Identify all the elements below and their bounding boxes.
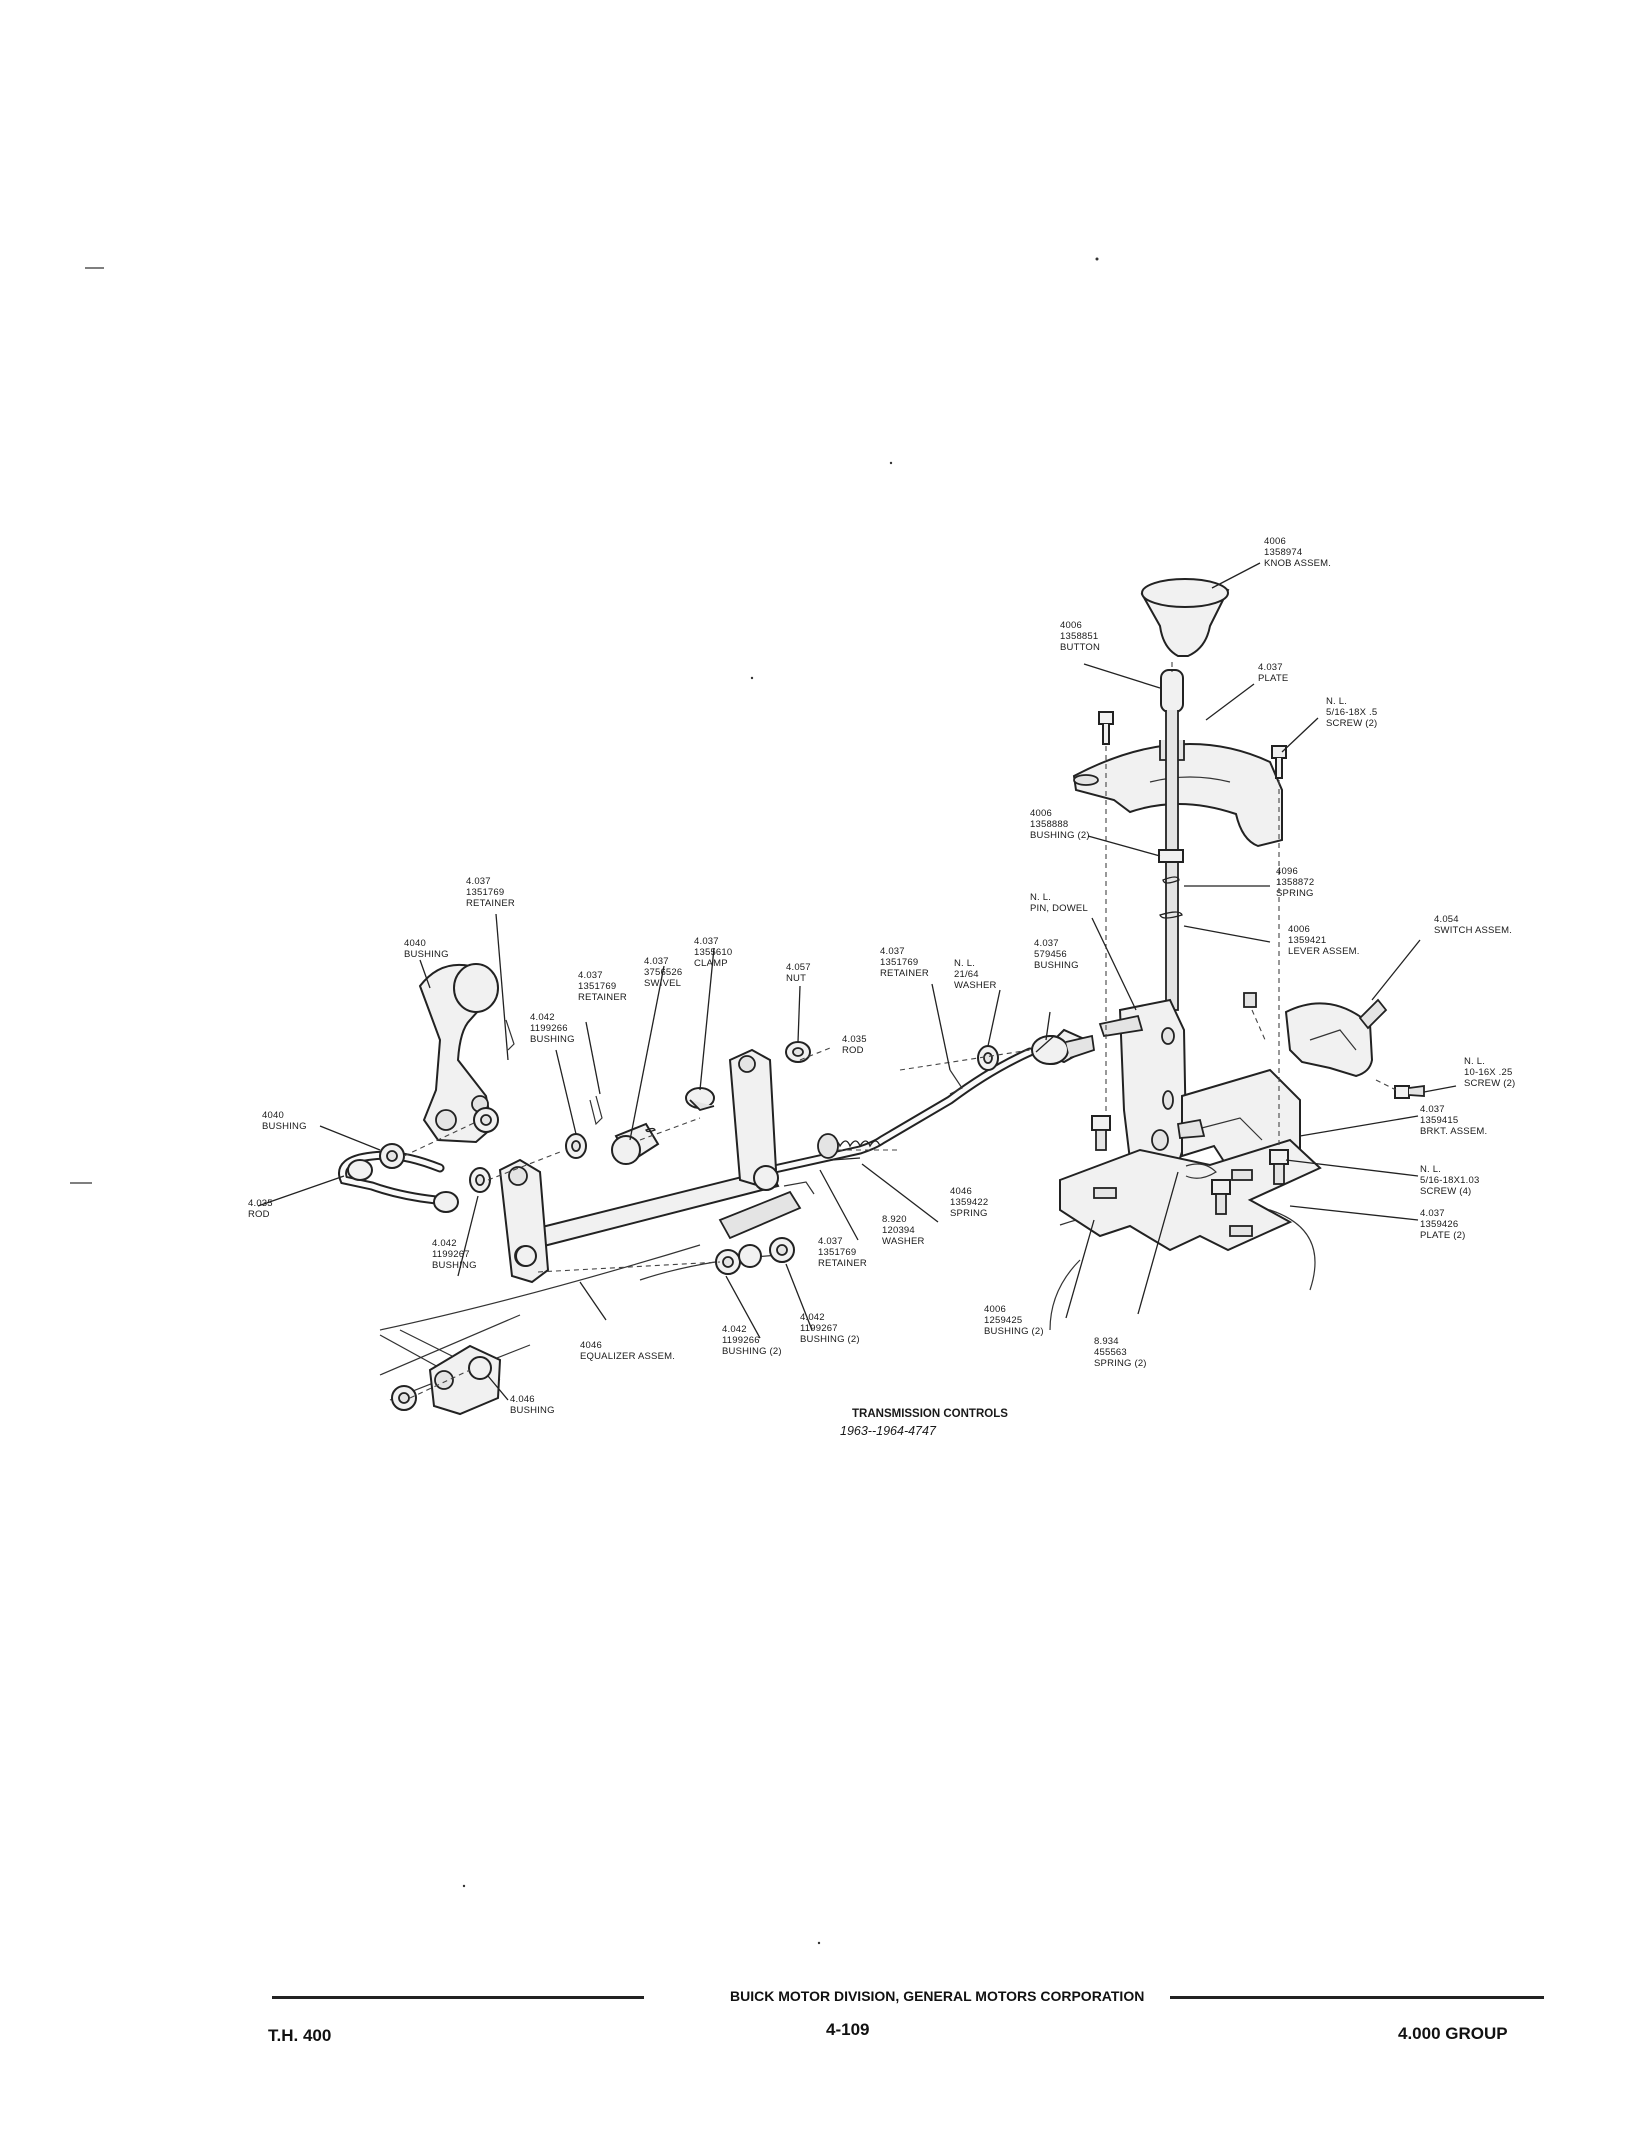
assembly-lines-left bbox=[403, 1047, 1031, 1399]
retainer-clips-part bbox=[505, 1019, 963, 1195]
equalizer-lever-part bbox=[718, 1190, 802, 1240]
base-plate-part bbox=[1059, 1138, 1322, 1252]
lever-assembly-part bbox=[1098, 998, 1188, 1182]
footer-rule-right bbox=[1170, 1996, 1544, 1999]
scan-marks bbox=[70, 257, 1099, 1945]
footer-left-code: T.H. 400 bbox=[268, 2026, 332, 2045]
footer-rule-left bbox=[272, 1996, 644, 1999]
swivel-link-part bbox=[1031, 1034, 1095, 1065]
leader-lines bbox=[257, 562, 1457, 1401]
diagram-caption-subtitle: 1963--1964-4747 bbox=[840, 1424, 936, 1438]
linkage-bushings-part bbox=[379, 1045, 999, 1275]
swivel-clamp-nut-part bbox=[611, 1041, 811, 1165]
knob-part bbox=[1140, 578, 1230, 657]
footer-page-number: 4-109 bbox=[826, 2020, 870, 2039]
equalizer-part bbox=[498, 1048, 780, 1284]
footer-group: 4.000 GROUP bbox=[1398, 2024, 1508, 2043]
base-screws-part bbox=[1091, 1115, 1289, 1215]
switch-assembly-part bbox=[1243, 992, 1388, 1078]
main-rod-part bbox=[765, 1047, 1035, 1175]
screw-top-left-part bbox=[1098, 711, 1114, 745]
assembly-lines-right bbox=[1105, 662, 1397, 1148]
screw-10-16-part bbox=[1394, 1084, 1425, 1099]
footer-publisher: BUICK MOTOR DIVISION, GENERAL MOTORS COR… bbox=[730, 1988, 1145, 2004]
label-pin-dowel: N. L.PIN, DOWEL bbox=[1030, 892, 1088, 914]
lower-left-bracket-part bbox=[391, 1344, 502, 1416]
clip-spring-part bbox=[1176, 1118, 1217, 1179]
button-part bbox=[1160, 669, 1184, 713]
screw-top-right-part bbox=[1271, 745, 1287, 779]
equalizer-spring-part bbox=[817, 1133, 881, 1159]
diagram-caption-title: TRANSMISSION CONTROLS bbox=[852, 1408, 1008, 1420]
bell-crank-part bbox=[418, 963, 499, 1144]
